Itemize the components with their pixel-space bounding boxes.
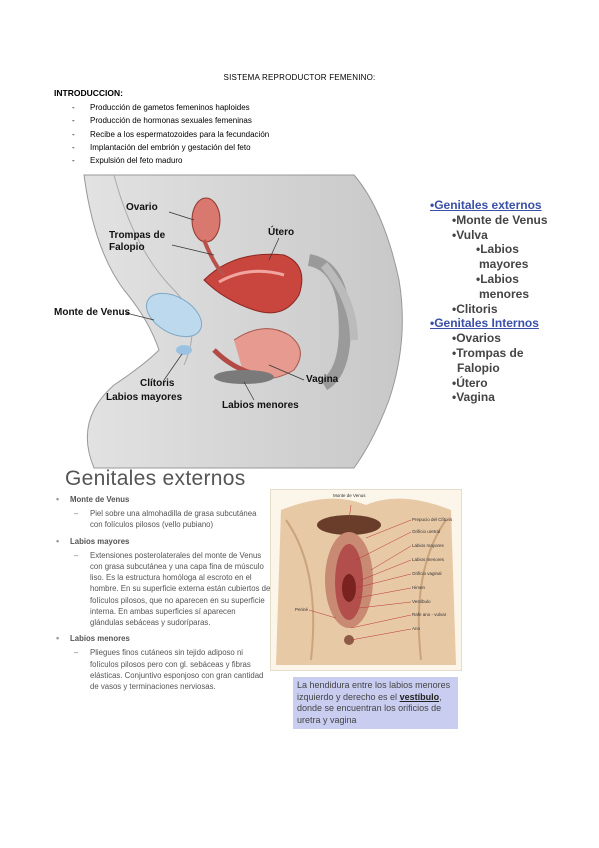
bullet-heading: •Labios menores <box>56 633 130 644</box>
outline-item: •Genitales externos <box>430 198 542 212</box>
vestibulo-callout: La hendidura entre los labios menores iz… <box>293 677 458 729</box>
genitales-outline: •Genitales externos •Monte de Venus •Vul… <box>430 198 548 405</box>
label-monte-venus: Monte de Venus <box>54 307 131 318</box>
label-labios-mayores: Labios mayores <box>106 392 183 403</box>
list-item: -Implantación del embrión y gestación de… <box>72 142 251 152</box>
label-orificio-uretral: Orificio uretral <box>412 529 441 534</box>
outline-item: •Labios <box>476 242 519 257</box>
outline-item: mayores <box>479 257 529 272</box>
label-rafe: Rafe ano - vulvar <box>412 612 447 617</box>
outline-item: •Monte de Venus <box>452 212 548 227</box>
label-clitoris: Clítoris <box>140 378 175 389</box>
outline-item: •Genitales Internos <box>430 316 539 331</box>
outline-item: •Trompas de <box>452 345 524 360</box>
label-orificio-vaginal: Orificio vaginal <box>412 571 442 576</box>
outline-item: •Útero <box>452 375 488 390</box>
outline-item: •Clitoris <box>452 301 498 316</box>
intro-heading: INTRODUCCION: <box>54 88 123 98</box>
list-item: -Recibe a los espermatozoides para la fe… <box>72 129 270 139</box>
outline-item: •Vagina <box>452 390 495 405</box>
label-labios-menores-2: Labios menores <box>412 557 445 562</box>
label-himen: Himen <box>412 585 426 590</box>
label-ano: Ano <box>412 626 421 631</box>
bullet-heading: •Labios mayores <box>56 535 130 546</box>
list-item: -Producción de hormonas sexuales femenin… <box>72 116 252 126</box>
label-prepucio: Prepucio del Clítoris <box>412 517 453 522</box>
bullet-text: –Piel sobre una almohadilla de grasa sub… <box>74 509 257 530</box>
list-item: -Expulsión del feto maduro <box>72 156 183 166</box>
outline-item: menores <box>479 286 530 301</box>
section-title: Genitales externos <box>65 467 246 490</box>
label-labios-menores: Labios menores <box>222 400 299 411</box>
label-falopio: Falopio <box>109 242 145 253</box>
bullet-text: –Pliegues finos cutáneos sin tejido adip… <box>74 648 264 692</box>
outline-item: •Ovarios <box>452 331 501 346</box>
anatomy-illustration <box>83 174 403 469</box>
bullet-heading: •Monte de Venus <box>56 494 130 504</box>
label-vestibulo: Vestíbulo <box>412 599 431 604</box>
label-vagina: Vagina <box>306 374 339 385</box>
page-title: SISTEMA REPRODUCTOR FEMENINO: <box>223 73 376 82</box>
outline-item: Falopio <box>457 360 500 375</box>
external-anatomy-diagram: Monte de Venus Prepucio del Clítoris Ori… <box>270 489 462 671</box>
label-utero: Útero <box>268 227 295 238</box>
label-trompas: Trompas de <box>109 230 166 241</box>
label-labios-mayores-2: Labios mayores <box>412 543 444 548</box>
bullet-text: –Extensiones posterolaterales del monte … <box>74 550 271 628</box>
label-monte-venus-2: Monte de Venus <box>333 493 366 498</box>
anatomy-sagittal-diagram: Ovario Trompas de Falopio Útero Monte de… <box>54 170 414 470</box>
outline-item: •Vulva <box>452 227 488 242</box>
label-perine: Periné <box>295 607 309 612</box>
outline-item: •Labios <box>476 271 519 286</box>
intro-list: -Producción de gametos femeninos haploid… <box>72 101 269 167</box>
vulva-illustration <box>276 498 456 665</box>
external-genitalia-list: •Monte de Venus –Piel sobre una almohadi… <box>56 494 271 697</box>
label-ovario: Ovario <box>126 202 158 213</box>
list-item: -Producción de gametos femeninos haploid… <box>72 103 250 112</box>
